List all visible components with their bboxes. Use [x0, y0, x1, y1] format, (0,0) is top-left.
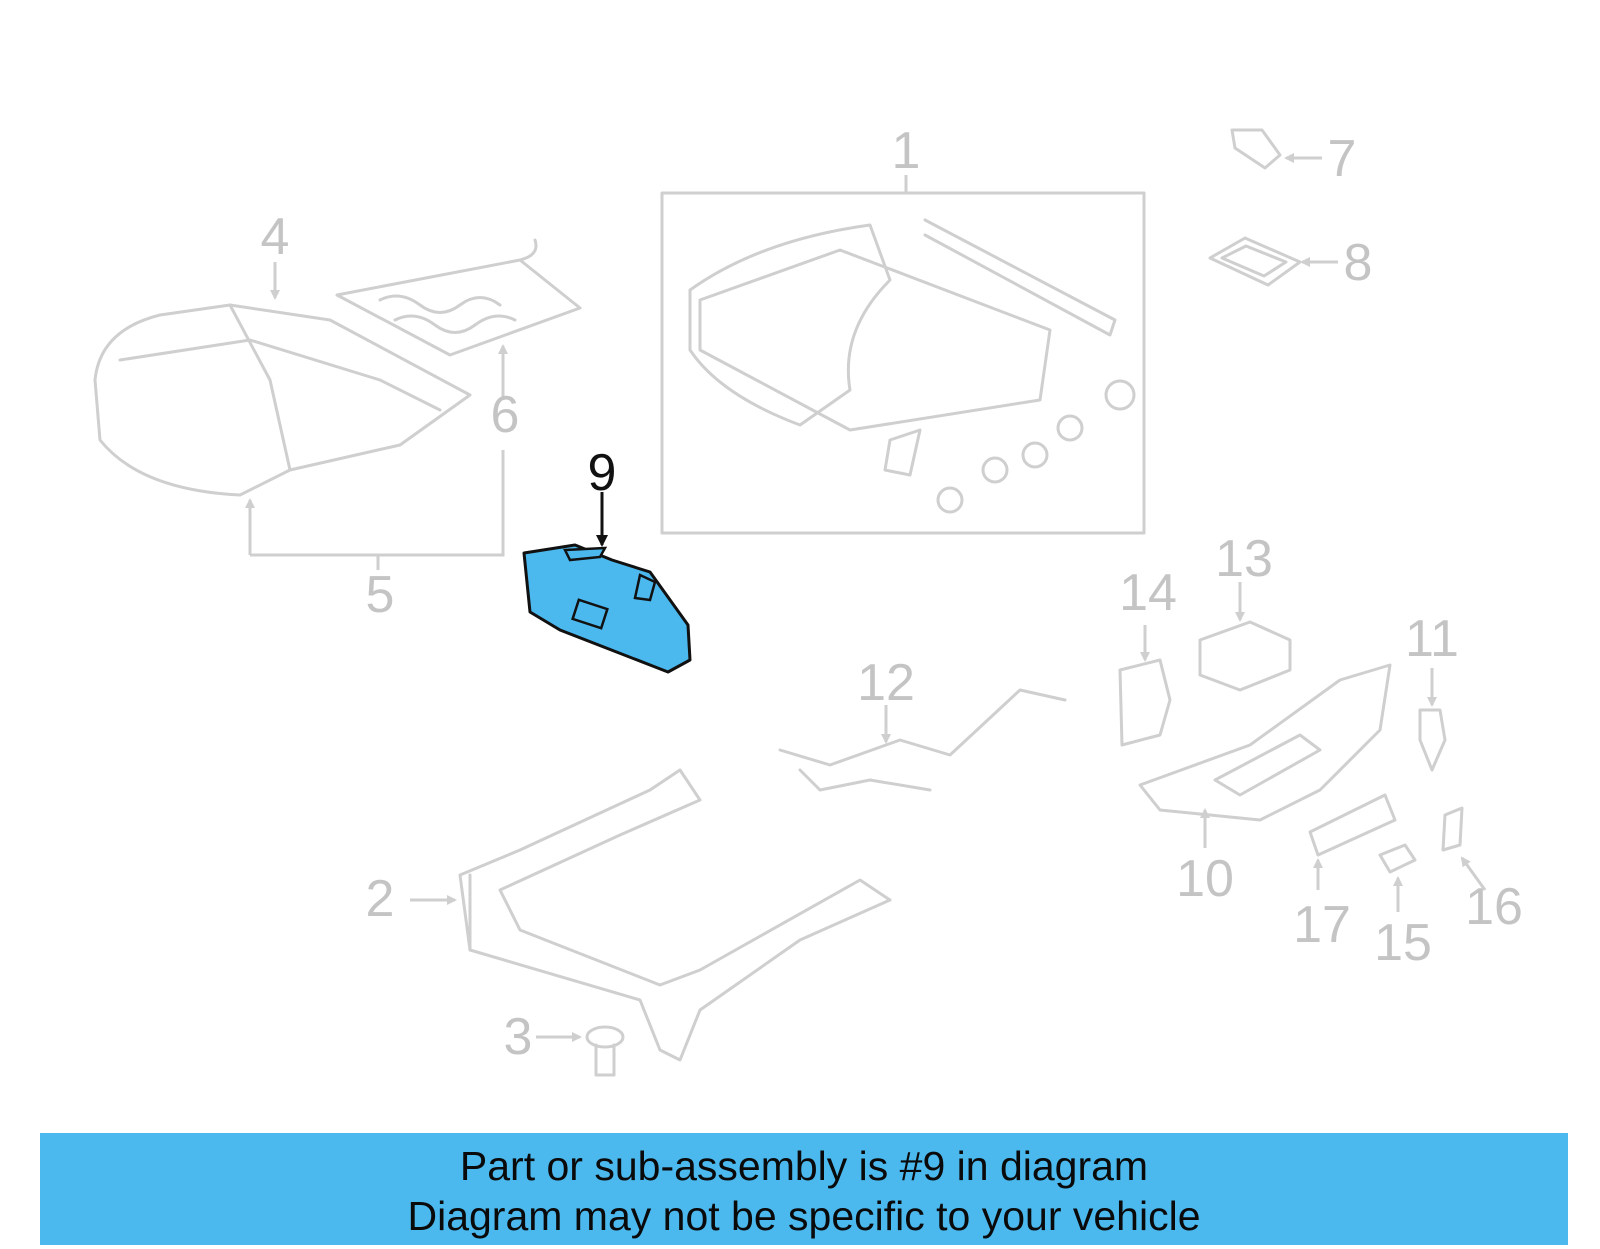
callout-7: 7 — [1328, 130, 1357, 188]
part-6-heater-mat — [335, 238, 582, 400]
info-banner: Part or sub-assembly is #9 in diagram Di… — [40, 1133, 1568, 1245]
part-14-bracket — [1118, 625, 1172, 747]
callout-16: 16 — [1465, 878, 1523, 936]
callout-12: 12 — [857, 654, 915, 712]
part-8-pad — [1208, 236, 1338, 287]
callout-9: 9 — [588, 444, 617, 502]
part-4-cushion-pad — [93, 262, 472, 497]
part-3-bolt — [536, 1025, 625, 1077]
callout-14: 14 — [1119, 564, 1177, 622]
part-16-knob — [1441, 806, 1487, 891]
part-2-track-frame — [410, 768, 892, 1062]
banner-line-1: Part or sub-assembly is #9 in diagram — [459, 1143, 1149, 1189]
part-15-knob — [1378, 843, 1417, 912]
part-9-highlighted — [522, 492, 692, 674]
callout-5: 5 — [366, 566, 395, 624]
callout-4: 4 — [261, 208, 290, 266]
part-17-bezel — [1308, 793, 1397, 890]
part-12-harness — [778, 688, 1067, 792]
callout-6: 6 — [491, 386, 520, 444]
part-1-cushion-frame — [660, 175, 1146, 535]
callout-17: 17 — [1293, 896, 1351, 954]
banner-line-2: Diagram may not be specific to your vehi… — [407, 1193, 1201, 1239]
part-5-leader — [245, 450, 505, 570]
part-11-clip — [1418, 668, 1447, 772]
callout-15: 15 — [1374, 914, 1432, 972]
callout-11: 11 — [1405, 610, 1459, 668]
callout-10: 10 — [1176, 850, 1234, 908]
part-7-clip — [1230, 128, 1322, 170]
part-10-side-cover — [1138, 663, 1392, 848]
callout-2: 2 — [366, 870, 395, 928]
callout-8: 8 — [1344, 234, 1373, 292]
part-13-switch — [1198, 582, 1292, 692]
callout-1: 1 — [892, 122, 921, 180]
callout-3: 3 — [504, 1008, 533, 1066]
callout-13: 13 — [1215, 530, 1273, 588]
